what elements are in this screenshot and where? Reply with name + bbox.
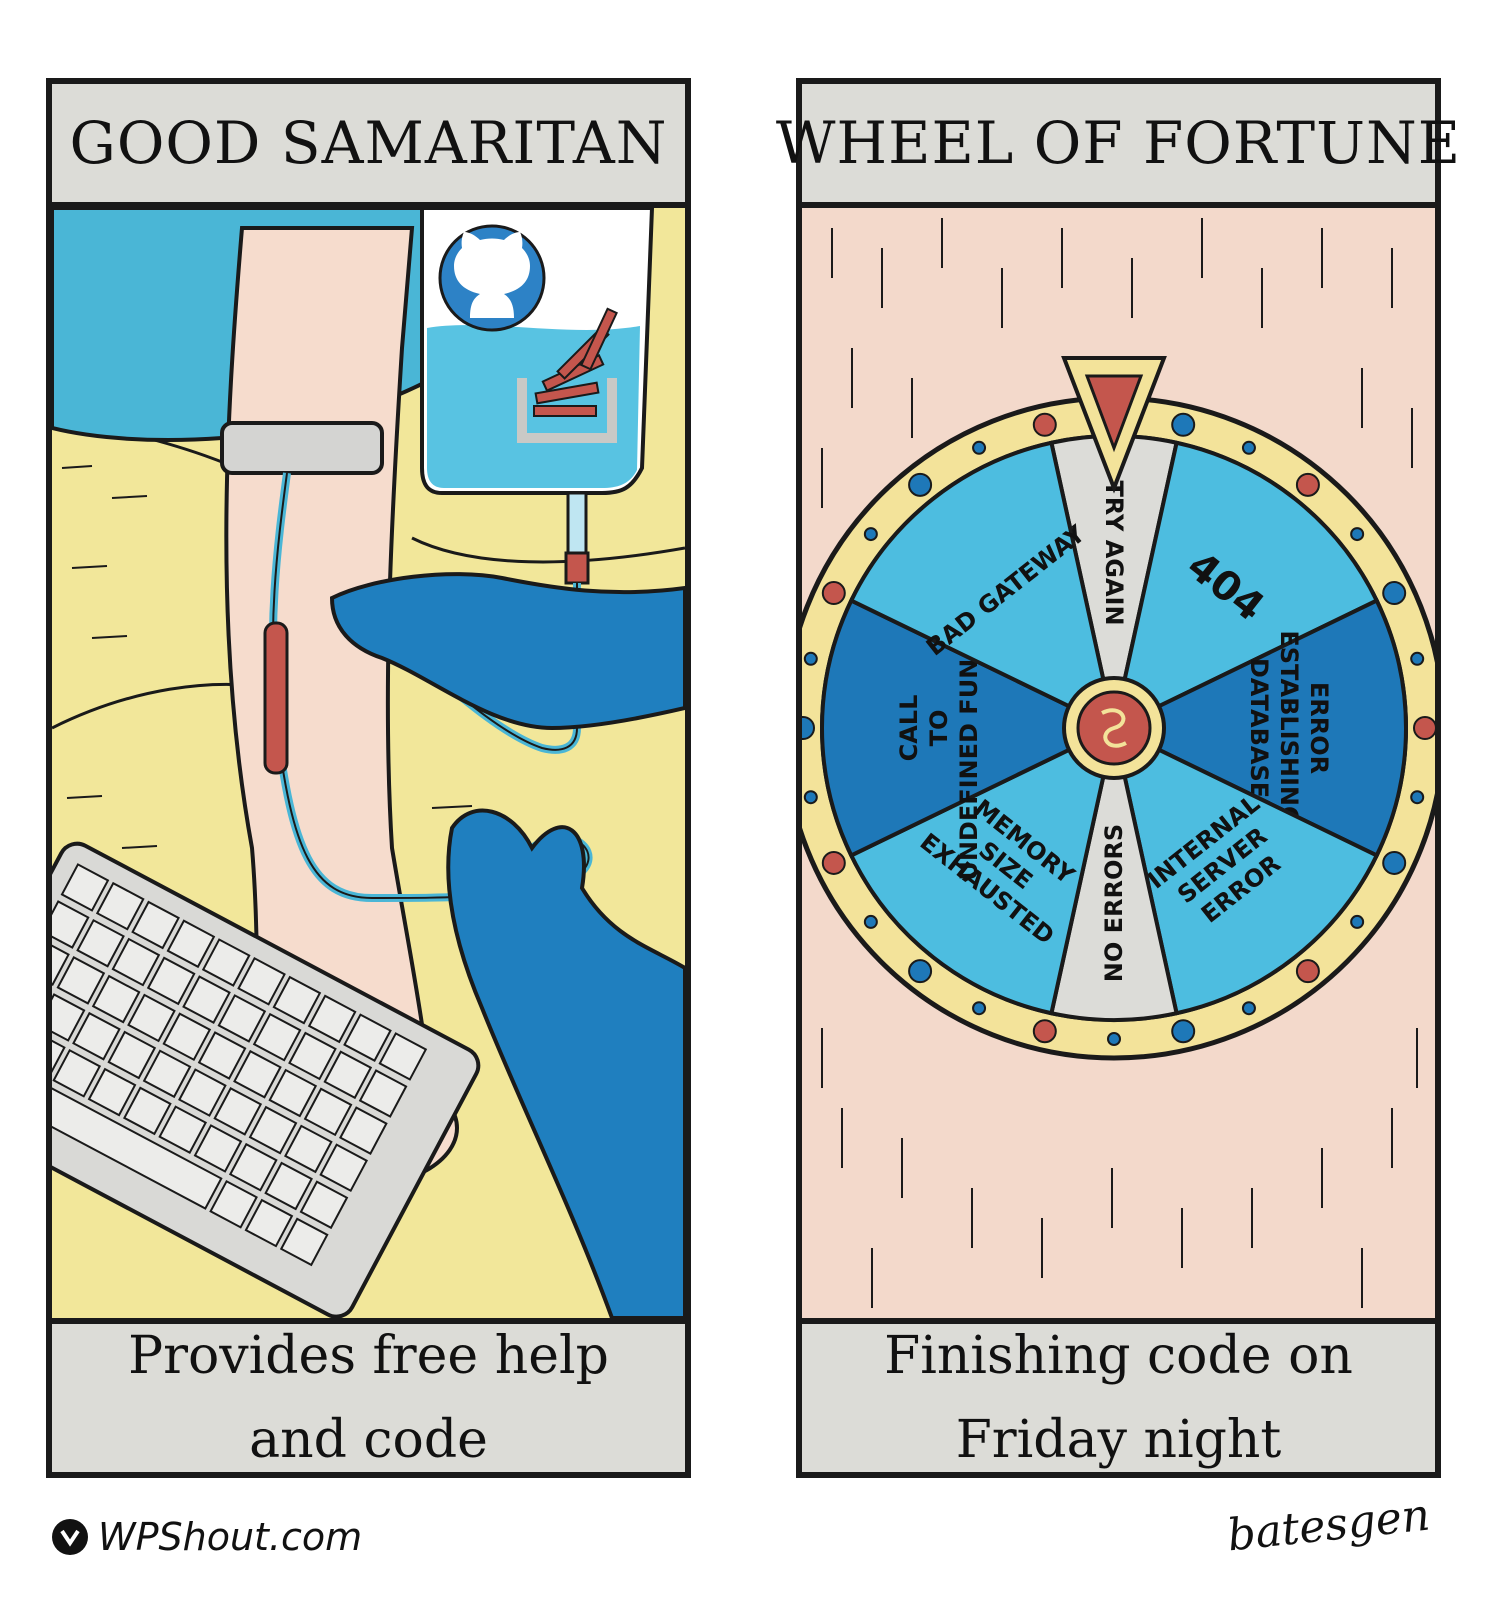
- stackoverflow-icon: [517, 307, 618, 443]
- panel-caption: Finishing code on Friday night: [802, 1318, 1435, 1472]
- wheel-pointer: [1061, 356, 1167, 494]
- rim-stud: [1410, 651, 1425, 666]
- rim-stud: [802, 716, 815, 740]
- wheel-segment: [848, 440, 1117, 732]
- wheel-segment: [1111, 440, 1380, 732]
- wheel-segment: [1049, 727, 1179, 1022]
- rim-stud: [803, 790, 818, 805]
- rim-stud: [821, 850, 846, 875]
- comic-panel-good-samaritan: GOOD SAMARITAN: [46, 78, 691, 1478]
- panel-header: GOOD SAMARITAN: [52, 84, 685, 208]
- wheel-rim-studs: [802, 410, 1435, 1046]
- rim-stud: [1295, 472, 1320, 497]
- rim-stud: [1107, 1032, 1121, 1046]
- rim-stud: [908, 472, 933, 497]
- rim-stud: [1413, 716, 1435, 740]
- rim-stud: [821, 581, 846, 606]
- caption-text: Finishing code on Friday night: [884, 1326, 1353, 1470]
- rim-stud: [1241, 1001, 1256, 1016]
- rim-stud: [1032, 412, 1057, 437]
- wheel-segment: [848, 724, 1117, 1016]
- rim-stud: [1382, 850, 1407, 875]
- wheel-segment: [1111, 724, 1380, 1016]
- wpshout-logo[interactable]: WPShout.com: [50, 1515, 362, 1559]
- rim-stud: [1171, 1019, 1196, 1044]
- panel-header: WHEEL OF FORTUNE: [776, 84, 1460, 208]
- rim-stud: [803, 651, 818, 666]
- artist-signature: batesgen: [1224, 1489, 1433, 1562]
- panel-title: WHEEL OF FORTUNE: [775, 109, 1462, 177]
- rim-stud: [1171, 412, 1196, 437]
- panel-title: GOOD SAMARITAN: [69, 109, 668, 177]
- wpshout-logo-icon: [52, 1519, 88, 1555]
- rim-stud: [1410, 790, 1425, 805]
- rim-stud: [863, 527, 878, 542]
- rim-stud: [1295, 959, 1320, 984]
- wheel-segment-label: ERRORESTABLISHINGDATABASE: [1245, 630, 1333, 825]
- panel-caption: Provides free help and code: [52, 1318, 685, 1472]
- rim-stud: [1241, 440, 1256, 455]
- rim-stud: [863, 914, 878, 929]
- illustration-iv-drip: [52, 208, 685, 1318]
- wheel-segment: [1109, 597, 1408, 859]
- rim-stud: [1382, 581, 1407, 606]
- rim-stud: [972, 1001, 987, 1016]
- rim-stud: [972, 440, 987, 455]
- wheel-segment: [820, 597, 1119, 859]
- github-icon: [438, 224, 546, 332]
- rim-stud: [1032, 1019, 1057, 1044]
- site-name: WPShout.com: [98, 1515, 363, 1559]
- caption-text: Provides free help and code: [128, 1326, 609, 1470]
- wheel-segment-label: NO ERRORS: [1100, 824, 1128, 982]
- rim-stud: [1350, 914, 1365, 929]
- wheel-segment-label: TRY AGAIN: [1100, 480, 1128, 625]
- rim-stud: [1350, 527, 1365, 542]
- rim-stud: [908, 959, 933, 984]
